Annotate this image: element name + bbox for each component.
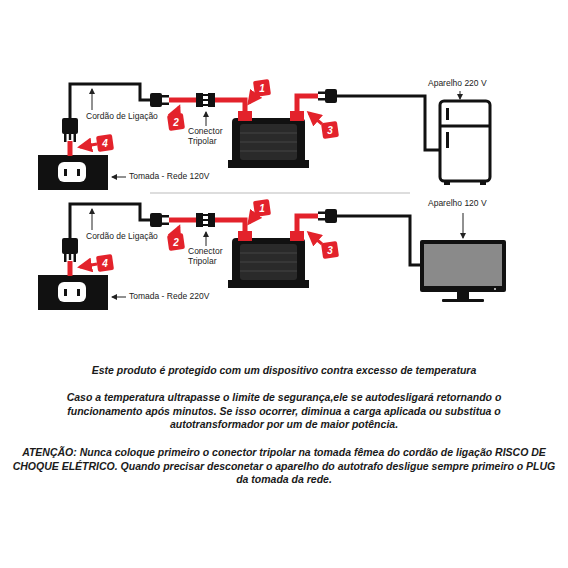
connector-label: Conector Tripolar bbox=[188, 127, 232, 147]
callout-number: 1 bbox=[254, 80, 270, 96]
cord-label: Cordão de Ligação bbox=[86, 112, 158, 122]
outlet-label: Tomada - Rede 120V bbox=[129, 172, 209, 182]
warning-text: ATENÇÃO: Nunca coloque primeiro o conect… bbox=[8, 446, 560, 487]
callout-number: 4 bbox=[97, 135, 113, 151]
callout-number: 3 bbox=[322, 242, 338, 258]
appliance-label: Aparelho 120 V bbox=[428, 199, 487, 209]
callout-number: 2 bbox=[168, 114, 184, 130]
note-text: Este produto é protegido com um disposit… bbox=[40, 364, 528, 378]
appliance-label: Aparelho 220 V bbox=[428, 79, 487, 89]
callout-number: 2 bbox=[168, 234, 184, 250]
connector-label: Conector Tripolar bbox=[188, 247, 232, 267]
note-text: Caso a temperatura ultrapasse o limite d… bbox=[62, 391, 506, 432]
callout-number: 4 bbox=[97, 255, 113, 271]
outlet-label: Tomada - Rede 220V bbox=[129, 292, 209, 302]
callout-number: 1 bbox=[254, 200, 270, 216]
cord-label: Cordão de Ligação bbox=[86, 232, 158, 242]
callout-number: 3 bbox=[322, 122, 338, 138]
